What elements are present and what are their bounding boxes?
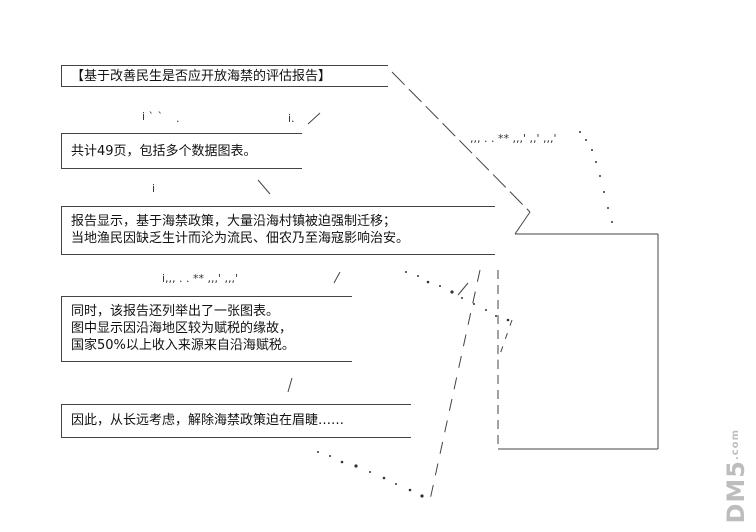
chart-line-2: 图中显示因沿海地区较为赋税的缘故， bbox=[71, 321, 293, 336]
board-frame bbox=[497, 233, 659, 450]
page-count-text: 共计49页，包括多个数据图表。 bbox=[71, 144, 257, 159]
ascii-marks: i ` ` . i. i ,,, . . ** ,,,' ,,' ,,,' i,… bbox=[142, 110, 557, 285]
conclusion-text: 因此，从长远考虑，解除海禁政策迫在眉睫…… bbox=[71, 413, 345, 428]
chart-line-3: 国家50%以上收入来源来自沿海赋税。 bbox=[71, 338, 295, 353]
site-watermark: DM5.com bbox=[722, 429, 750, 524]
watermark-main: DM5 bbox=[722, 460, 750, 524]
chart-mention-box: 同时，该报告还列举出了一张图表。 图中显示因沿海地区较为赋税的缘故， 国家50%… bbox=[61, 296, 352, 362]
page-count-box: 共计49页，包括多个数据图表。 bbox=[61, 133, 302, 169]
dotted-arcs bbox=[317, 131, 613, 498]
report-findings-box: 报告显示，基于海禁政策，大量沿海村镇被迫强制迁移； 当地渔民因缺乏生计而沦为流民… bbox=[61, 206, 495, 255]
svg-text:i ` `: i ` ` bbox=[142, 110, 163, 123]
findings-line-2: 当地渔民因缺乏生计而沦为流民、佃农乃至海寇影响治安。 bbox=[71, 231, 410, 246]
report-title-box: 【基于改善民生是否应开放海禁的评估报告】 bbox=[61, 65, 388, 87]
svg-text:i,,, . . ** ,,,' ,,,': i,,, . . ** ,,,' ,,,' bbox=[162, 272, 238, 285]
svg-text:i: i bbox=[152, 182, 155, 195]
svg-text:i.: i. bbox=[288, 112, 295, 125]
report-title: 【基于改善民生是否应开放海禁的评估报告】 bbox=[71, 69, 332, 84]
conclusion-box: 因此，从长远考虑，解除海禁政策迫在眉睫…… bbox=[61, 404, 411, 438]
svg-text:.: . bbox=[176, 112, 180, 125]
svg-text:,,, . . ** ,,,' ,,' ,,,': ,,, . . ** ,,,' ,,' ,,,' bbox=[470, 132, 557, 145]
chart-line-1: 同时，该报告还列举出了一张图表。 bbox=[71, 304, 280, 319]
findings-line-1: 报告显示，基于海禁政策，大量沿海村镇被迫强制迁移； bbox=[71, 214, 397, 229]
diagonal-strokes bbox=[257, 71, 531, 501]
watermark-sub: .com bbox=[730, 429, 741, 461]
